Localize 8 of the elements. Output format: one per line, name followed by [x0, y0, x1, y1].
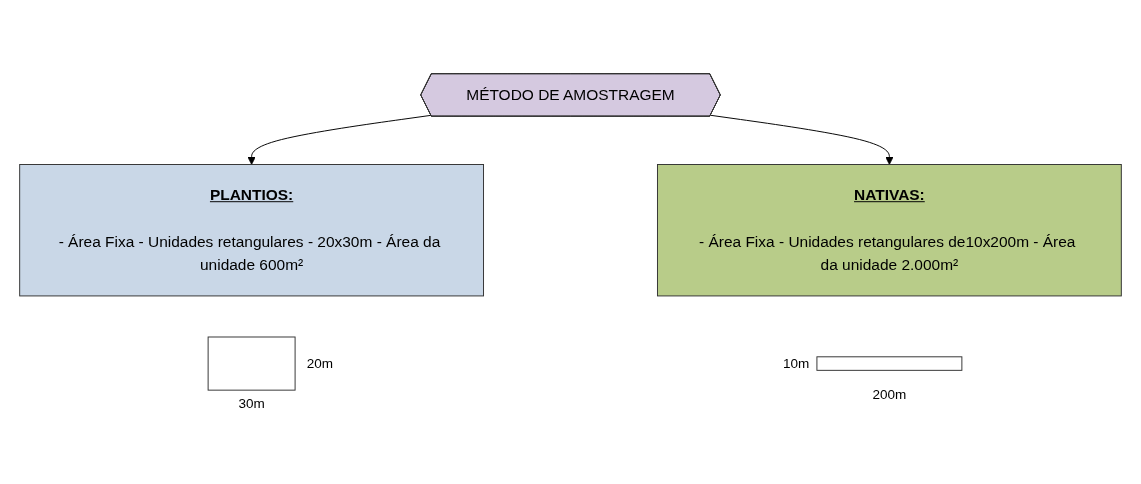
dimension-label: 20m	[306, 356, 333, 372]
node-box	[207, 336, 296, 391]
node-box	[816, 356, 963, 371]
dimension-label: 30m	[238, 395, 265, 411]
dimension-label: 200m	[872, 387, 907, 403]
node-box: PLANTIOS: - Área Fixa - Unidades retangulares - 20x30m - Área da unidade 600m²	[19, 163, 484, 297]
dimension-label: 10m	[782, 356, 810, 372]
node-box: NATIVAS: - Área Fixa - Unidades retangulares de10x200m - Área da unidade 2.000m²	[657, 163, 1122, 297]
